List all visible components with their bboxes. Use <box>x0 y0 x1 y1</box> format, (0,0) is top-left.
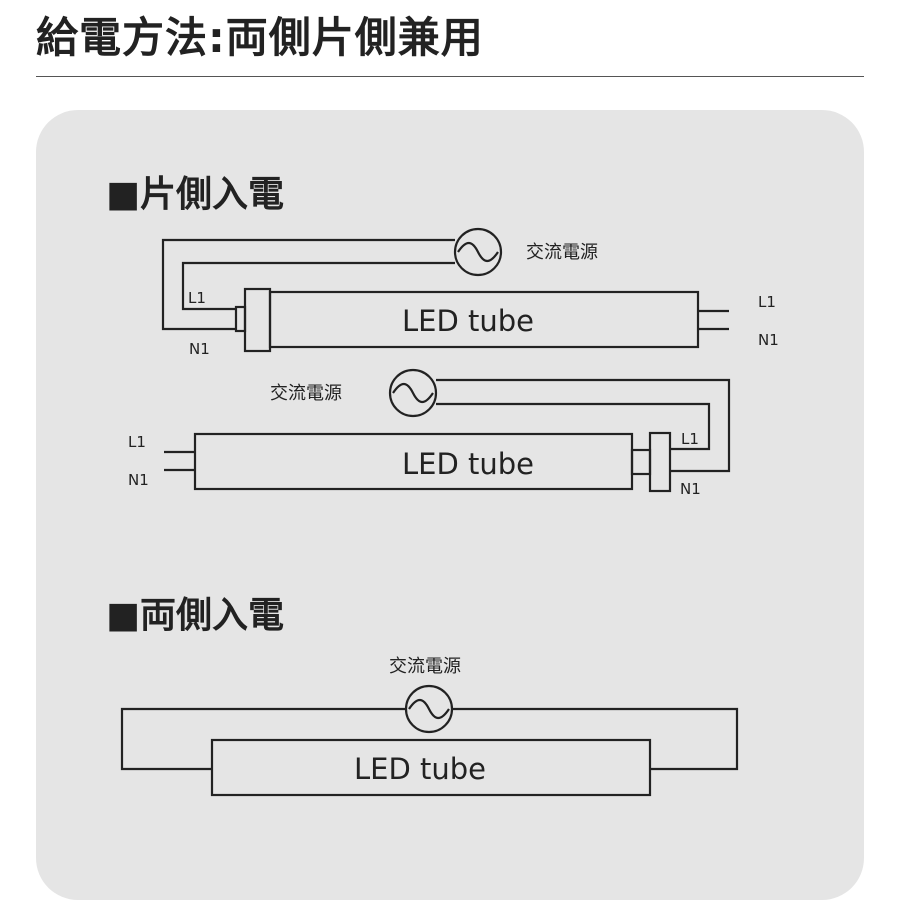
led-tube <box>210 738 652 797</box>
wire-label-n1: N1 <box>680 480 701 498</box>
double-side-diagram: 交流電源 LED tube <box>120 656 739 797</box>
ac-source-symbol <box>404 684 454 734</box>
ac-source-label: 交流電源 <box>270 383 342 404</box>
wire-n1 <box>436 378 731 473</box>
tube-pins-left <box>164 450 195 472</box>
single-side-diagram-top: 交流電源 L1 N1 LED tube L1 N1 <box>161 227 779 358</box>
pin-label-l1: L1 <box>128 433 146 451</box>
single-side-diagram-bottom: 交流電源 L1 N1 LED tube L1 N1 <box>128 368 731 498</box>
wire-label-l1: L1 <box>188 289 206 307</box>
wire-l1 <box>181 261 455 311</box>
wire-label-l1: L1 <box>681 430 699 448</box>
tube-end-cap-left <box>243 287 272 353</box>
ac-source-symbol <box>453 227 503 277</box>
tube-pins-right <box>698 309 729 331</box>
ac-source-label: 交流電源 <box>389 656 461 677</box>
wire-n1 <box>161 238 455 331</box>
page-title: 給電方法:両側片側兼用 <box>36 13 484 62</box>
pin-label-n1: N1 <box>128 471 149 489</box>
tube-end-cap-right <box>648 431 672 493</box>
section-title-double-side: ■両側入電 <box>106 595 284 636</box>
wire-label-n1: N1 <box>189 340 210 358</box>
led-tube-label: LED tube <box>402 304 534 338</box>
led-tube <box>268 290 700 349</box>
ac-source-symbol <box>388 368 438 418</box>
pin-label-l1: L1 <box>758 293 776 311</box>
wire-l1 <box>436 402 711 451</box>
ac-source-label: 交流電源 <box>526 242 598 263</box>
wire-right <box>452 707 739 771</box>
tube-pin-left <box>234 305 247 333</box>
wire-left <box>120 707 406 771</box>
pin-label-n1: N1 <box>758 331 779 349</box>
led-tube-label: LED tube <box>402 447 534 481</box>
led-tube-label: LED tube <box>354 752 486 786</box>
tube-pin-right <box>630 448 652 476</box>
section-title-single-side: ■片側入電 <box>106 174 284 215</box>
title-divider <box>36 76 864 77</box>
